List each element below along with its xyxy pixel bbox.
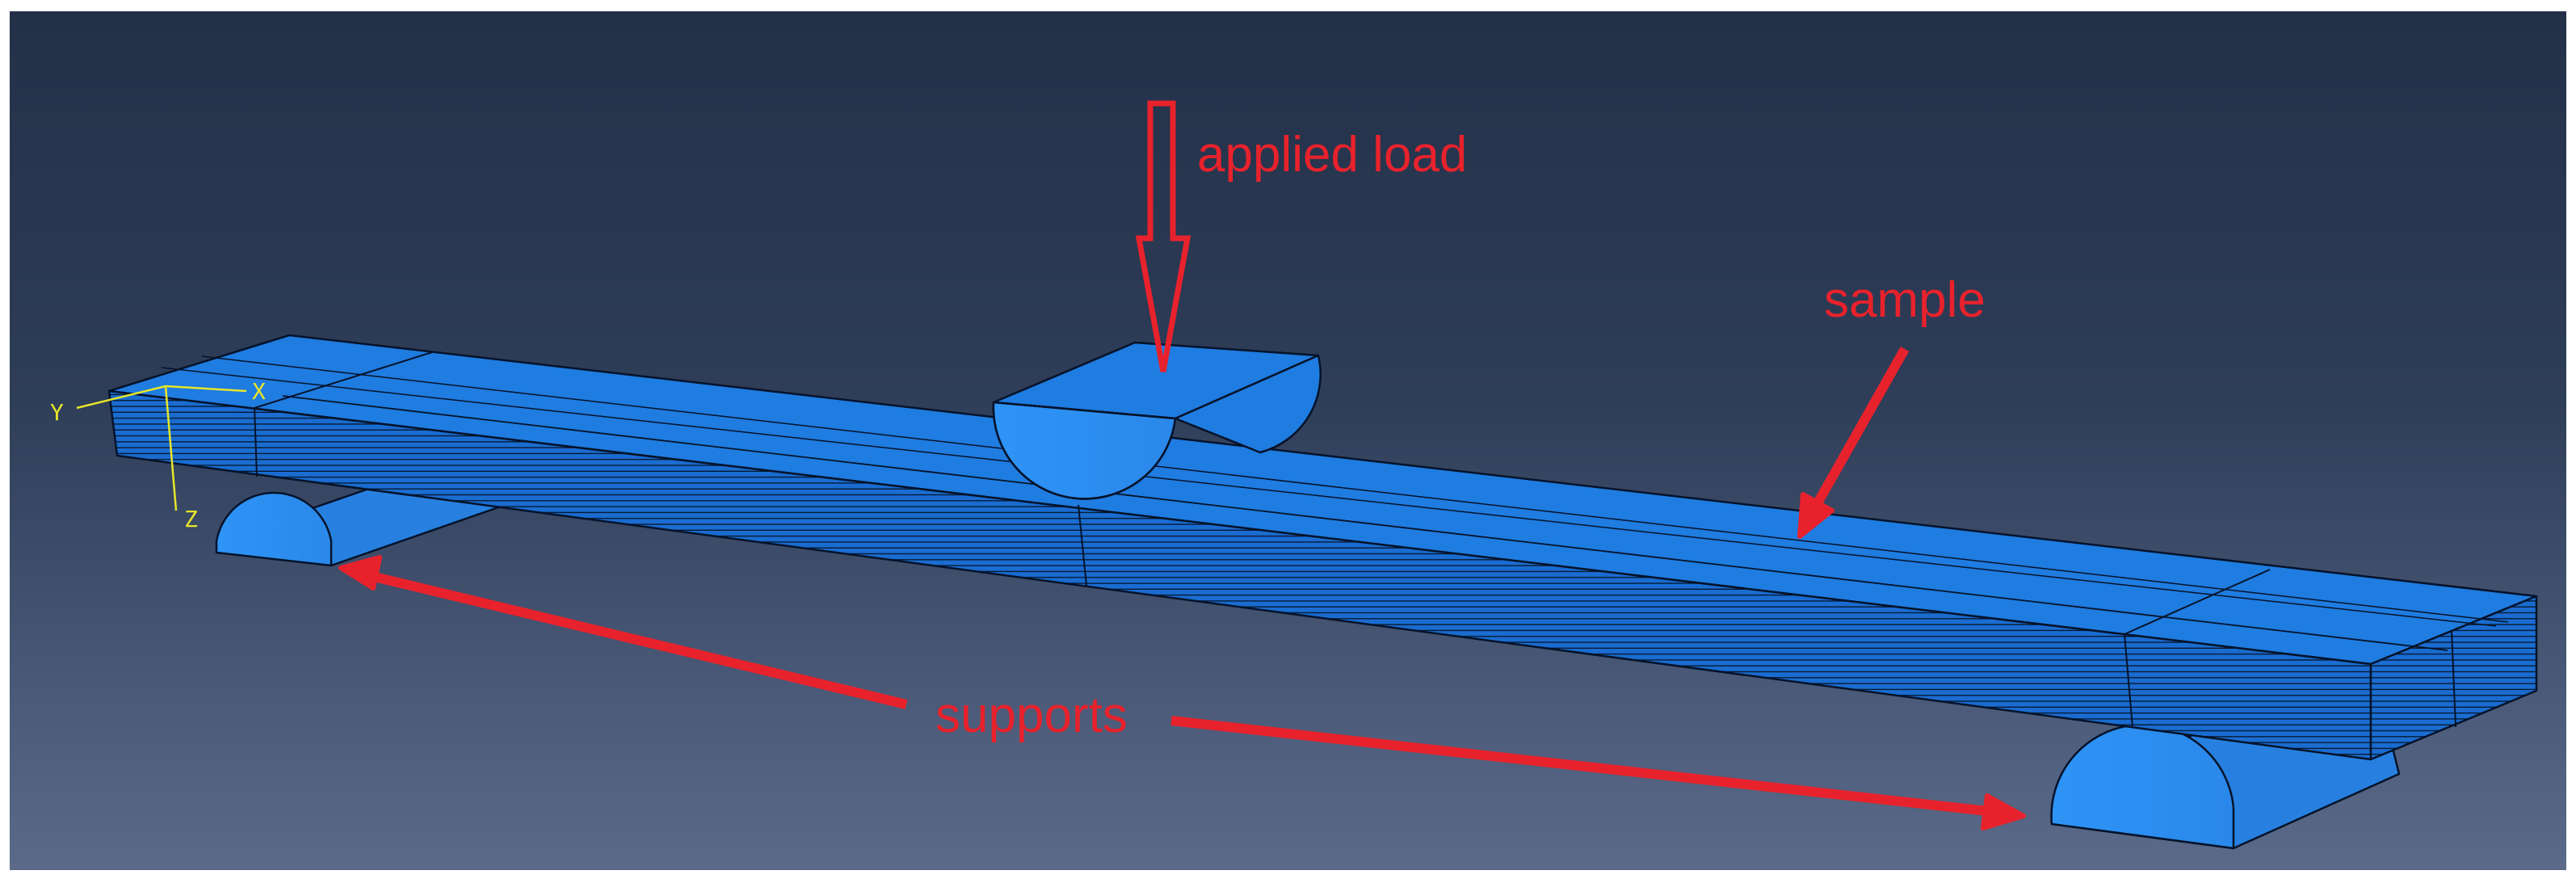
viewport[interactable]: X Y Z applied load sample supports — [10, 11, 2566, 870]
model-scene: X Y Z applied load sample supports — [50, 100, 2538, 850]
sample-arrow — [1797, 347, 1910, 539]
sample-beam — [107, 334, 2538, 761]
supports-label: supports — [935, 687, 1128, 743]
axis-z-label: Z — [184, 506, 198, 532]
axis-triad — [76, 385, 247, 511]
axis-x-label: X — [252, 378, 266, 405]
applied-load-arrow — [1135, 100, 1191, 372]
axis-y-label: Y — [50, 399, 64, 426]
sample-label: sample — [1824, 272, 1986, 328]
supports-arrows — [338, 555, 2026, 830]
applied-load-label: applied load — [1197, 127, 1467, 183]
load-nose — [992, 341, 1322, 500]
